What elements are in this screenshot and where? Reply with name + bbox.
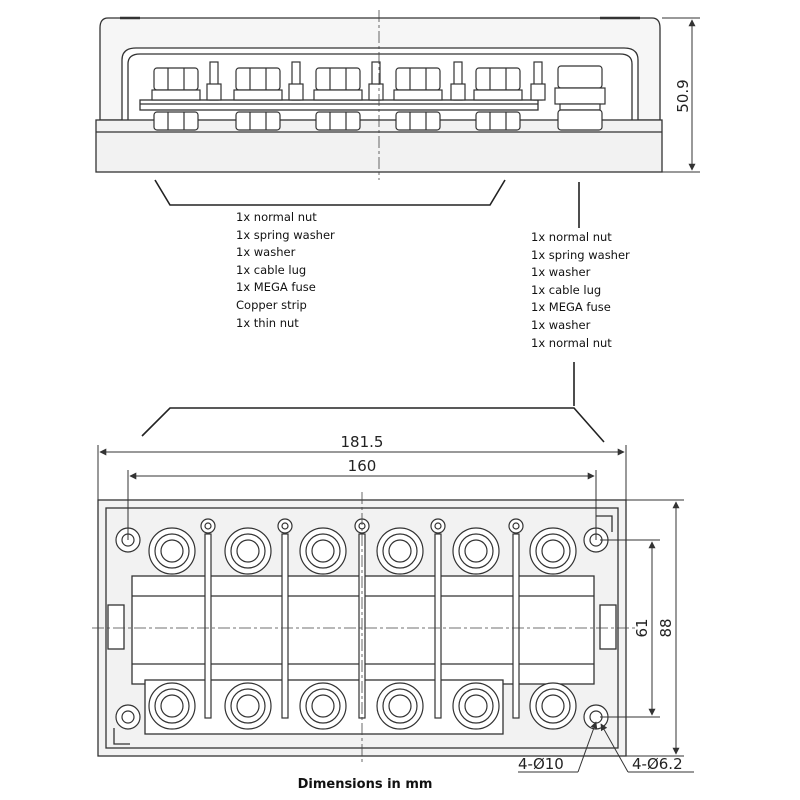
overall-height-label: 88 [657,618,675,637]
terminal-stud [148,527,196,575]
thin-nut [395,111,441,131]
overall-width-dimension [97,445,627,540]
parts-list-item: 1x MEGA fuse [531,300,611,315]
hole-spacing-height-label: 61 [633,618,651,637]
terminal-stud [224,527,272,575]
washer [473,89,523,101]
side-terminal [151,67,201,131]
parts-list-item: 1x spring washer [236,227,335,242]
parts-list-item: 1x normal nut [531,230,612,244]
side-terminal [313,67,363,131]
separator-post [430,518,446,719]
terminal-stud [376,527,424,575]
washer [393,89,443,101]
mounting-hole [115,704,141,730]
hole-callout-leaders [518,721,694,773]
parts-list-item: 1x cable lug [236,262,307,277]
parts-list-item: 1x MEGA fuse [236,280,316,295]
side-separator [368,61,384,101]
separator-post [277,518,293,719]
parts-list-right: 1x normal nut 1x spring washer 1x washer… [531,229,630,352]
side-separator [206,61,222,101]
parts-list-item: 1x normal nut [236,210,317,224]
thin-nut [153,111,199,131]
terminal-stud [299,527,347,575]
large-hole-callout: 4-Ø10 [518,755,564,773]
dimensions-caption: Dimensions in mm [297,777,433,792]
parts-list-left: 1x normal nut 1x spring washer 1x washer… [236,209,335,332]
terminal-stud [529,527,577,575]
parts-list-item: 1x spring washer [531,247,630,262]
side-terminal-single [554,65,606,131]
hole-spacing-width-label: 160 [348,457,377,475]
parts-list-item: 1x washer [531,317,591,332]
terminal-stud [224,682,272,730]
side-view-terminals [151,61,606,131]
nut [557,65,603,89]
vertical-dimensions [600,499,684,757]
thin-nut [475,111,521,131]
terminal-stud [529,682,577,730]
parts-list-item: Copper strip [236,297,307,312]
nut [315,67,361,91]
washer [233,89,283,101]
side-separator [450,61,466,101]
side-terminal [473,67,523,131]
parts-list-item: 1x washer [236,245,296,260]
side-terminal [233,67,283,131]
washer [554,87,606,105]
thin-nut [235,111,281,131]
nut [153,67,199,91]
small-hole-callout: 4-Ø6.2 [632,755,683,773]
nut [557,109,603,131]
leader-lines [141,179,605,443]
nut [395,67,441,91]
parts-list-item: 1x cable lug [531,282,602,297]
washer [151,89,201,101]
terminal-stud [452,682,500,730]
side-view-copper-strip [139,99,539,111]
top-view-terminals [115,527,609,730]
thin-nut [315,111,361,131]
parts-list-item: 1x thin nut [236,315,299,330]
parts-list-item: 1x normal nut [531,335,612,350]
terminal-stud [148,682,196,730]
terminal-stud [299,682,347,730]
washer [313,89,363,101]
terminal-stud [452,527,500,575]
height-dimension-side [662,17,700,173]
nut [235,67,281,91]
height-side-label: 50.9 [674,79,692,112]
terminal-stud [376,682,424,730]
side-separator [288,61,304,101]
side-terminal [393,67,443,131]
parts-list-item: 1x washer [531,265,591,280]
overall-width-label: 181.5 [341,433,384,451]
separator-post [200,518,216,719]
separator-post [508,518,524,719]
nut [475,67,521,91]
side-separator [530,61,546,101]
